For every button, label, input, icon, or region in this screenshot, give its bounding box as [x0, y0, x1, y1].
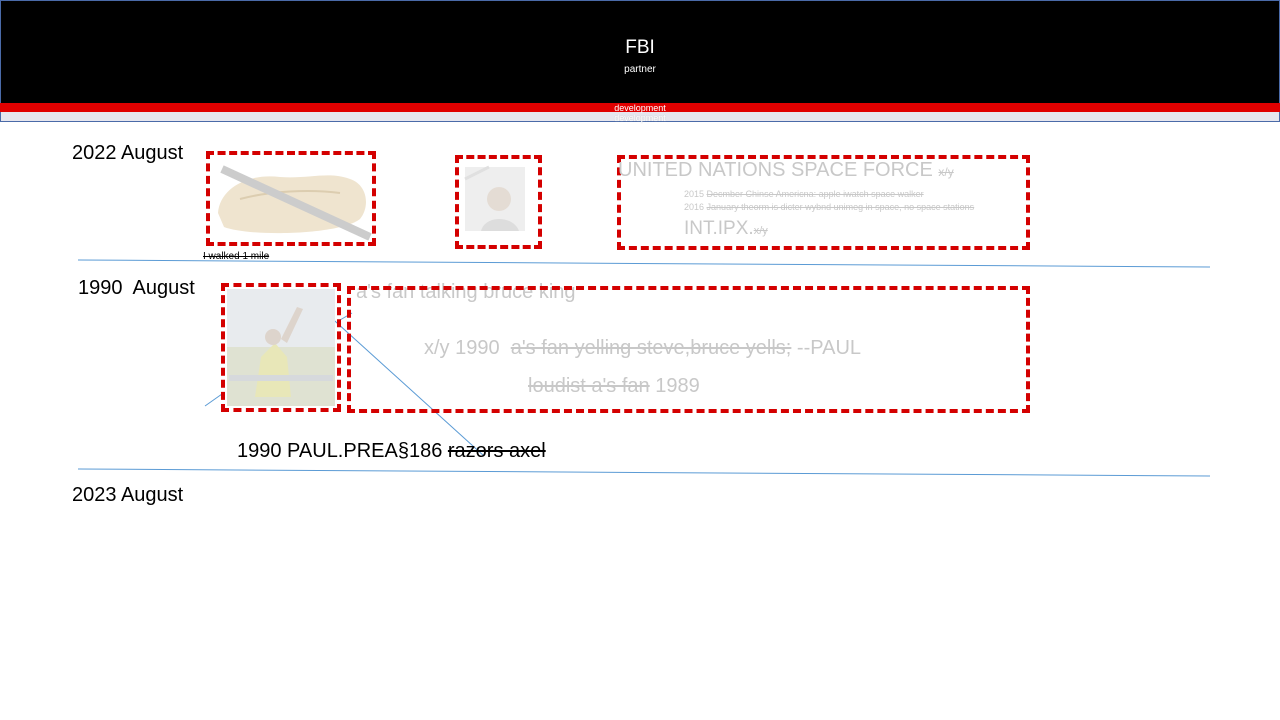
red-band [0, 103, 1280, 112]
shoe-image [218, 165, 372, 241]
loudest-year: 1989 [655, 375, 700, 397]
fan-photo-frame[interactable] [221, 283, 341, 412]
timeline-line-2016: 2016 January theorm is dicter wybnd unim… [684, 202, 974, 212]
timeline-line-2015: 2015 Decmber Chinse Americna: apple iwat… [684, 189, 924, 199]
date-label-2022: 2022 August [72, 142, 184, 164]
shoe-image-frame[interactable] [206, 151, 376, 246]
int-ipx-label: INT.IPX.x/y [684, 218, 768, 240]
date-label-2023: 2023 August [72, 484, 184, 506]
grey-band-label: development [614, 113, 666, 123]
fan-quote-panel [347, 286, 1030, 413]
xy-suffix: --PAUL [796, 337, 862, 359]
fan-photo [227, 289, 335, 406]
short-connector-left [204, 393, 223, 407]
un-title-text: UNITED NATIONS SPACE FORCE [618, 159, 933, 181]
header-banner [0, 0, 1280, 103]
fan-quote-line: x/y 1990 a's fan yelling steve,bruce yel… [424, 337, 861, 360]
paul-prea-caption: 1990 PAUL.PREA§186 razors axel [237, 440, 546, 463]
shoe-caption: I walked 1 mile [203, 251, 270, 262]
int-ipx-text: INT.IPX. [684, 218, 754, 239]
line-2016-year: 2016 [684, 202, 705, 212]
paul-prea-text: 1990 PAUL.PREA§186 [237, 440, 443, 462]
portrait-image-frame[interactable] [455, 155, 542, 249]
header-title: FBI [625, 37, 655, 58]
un-title: UNITED NATIONS SPACE FORCE x/y [618, 159, 954, 182]
razors-axel-text: razors axel [447, 440, 546, 462]
int-ipx-suffix: x/y [753, 225, 768, 237]
arrow-connector [324, 311, 485, 457]
un-title-suffix: x/y [938, 165, 954, 179]
portrait-image [464, 165, 525, 231]
line-2016-text: January theorm is dicter wybnd unimeg in… [706, 202, 975, 212]
xy-prefix: x/y 1990 [424, 337, 500, 359]
un-space-force-panel [617, 155, 1030, 250]
date-label-1990: 1990 August [78, 277, 195, 299]
divider-line-2 [77, 468, 1211, 477]
header-subtitle: partner [624, 64, 656, 75]
line-2015-year: 2015 [684, 189, 705, 199]
line-2015-text: Decmber Chinse Americna: apple iwatch sp… [706, 189, 924, 199]
xy-strike-text: a's fan yelling steve,bruce yells; [510, 337, 792, 359]
red-band-label: development [614, 103, 666, 113]
loudest-fan-line: loudist a's fan 1989 [528, 375, 700, 398]
divider-line-1 [77, 259, 1211, 268]
loudest-strike-text: loudist a's fan [528, 375, 650, 397]
